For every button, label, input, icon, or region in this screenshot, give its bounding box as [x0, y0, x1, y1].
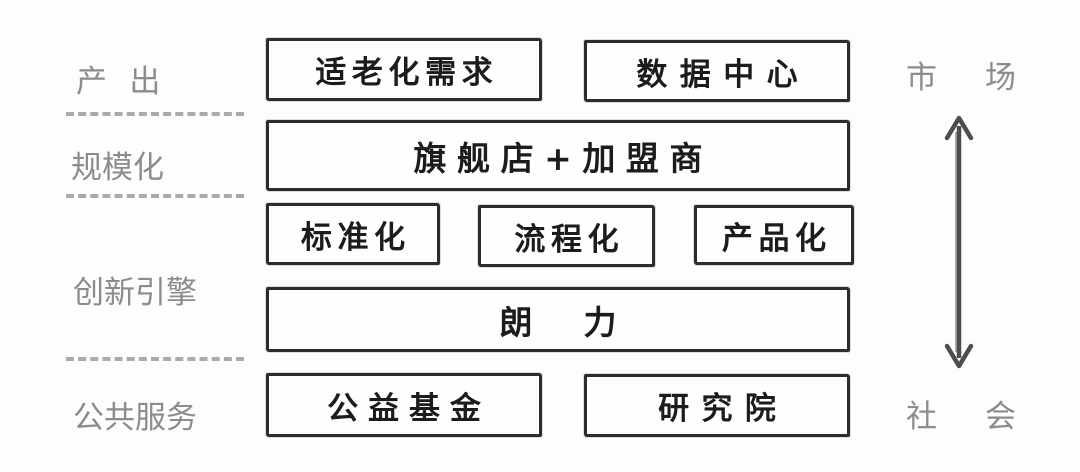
axis-label-output: 产出: [76, 64, 183, 100]
axis-label-innovation-engine: 创新引擎: [73, 275, 197, 311]
box-label: 公益基金: [327, 390, 491, 427]
box-aging-needs: 适老化需求: [266, 38, 542, 101]
box-langli: 朗力: [266, 287, 850, 352]
box-data-center: 数据中心: [584, 40, 850, 102]
box-label: 旗舰店+加盟商: [413, 138, 714, 178]
box-label: 产品化: [721, 220, 832, 257]
market-society-double-arrow-icon: [936, 114, 982, 370]
box-charity-fund: 公益基金: [266, 373, 542, 437]
divider: [66, 112, 244, 116]
axis-label-market: 市场: [906, 60, 1065, 96]
box-label: 朗力: [499, 302, 668, 342]
box-label: 研究院: [658, 391, 789, 427]
box-standardization: 标准化: [266, 203, 440, 265]
axis-label-public-service: 公共服务: [73, 400, 197, 436]
box-label: 标准化: [300, 219, 411, 256]
box-flagship-franchise: 旗舰店+加盟商: [266, 120, 850, 191]
axis-label-society: 社会: [906, 399, 1065, 435]
axis-label-scale: 规模化: [71, 150, 164, 186]
box-processization: 流程化: [478, 205, 655, 267]
box-productization: 产品化: [694, 205, 854, 265]
divider: [66, 357, 244, 361]
box-label: 数据中心: [636, 56, 810, 93]
divider: [66, 194, 244, 198]
box-label: 流程化: [514, 221, 625, 258]
box-label: 适老化需求: [315, 55, 499, 91]
box-research-institute: 研究院: [584, 374, 850, 437]
